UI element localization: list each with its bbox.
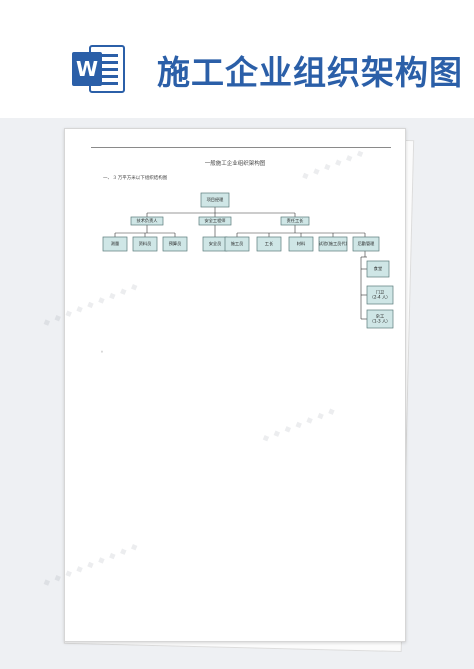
org-node-label: 安全员: [209, 240, 222, 247]
org-node-materials-clerk: 资料员: [132, 236, 158, 252]
org-node-survey: 测量: [102, 236, 128, 252]
banner-title: 施工企业组织架构图: [157, 53, 463, 92]
org-node-construction-worker: 施工员: [224, 236, 250, 252]
org-node-label: 资料员: [139, 240, 152, 247]
org-node-label: 责任工长: [287, 217, 305, 224]
document-page: 一般施工企业组织架构图 一、 3 万平方米以下组织结构图: [64, 128, 406, 642]
document-note: 一、 3 万平方米以下组织结构图: [103, 176, 168, 181]
org-node-label: 工长: [265, 240, 274, 247]
org-node-cleaner: 杂工（1-3 人）: [366, 309, 394, 329]
org-node-label: 食堂: [374, 265, 382, 272]
page-banner: W 施工企业组织架构图: [0, 0, 474, 118]
org-node-worker: 工长: [256, 236, 282, 252]
org-node-gatekeeper: 门卫（2-4 人）: [366, 285, 394, 305]
org-node-safety-officer: 安全员: [202, 236, 228, 252]
org-node-canteen: 食堂: [366, 260, 390, 278]
svg-text:W: W: [76, 57, 98, 81]
org-node-label: 项目经理: [207, 196, 225, 203]
org-chart: 项目经理 技术负责人 安全工程师 责任工长 测量 资料员: [102, 192, 394, 329]
org-node-tech-lead: 技术负责人: [130, 216, 164, 226]
org-node-logistics: 后勤管理: [352, 236, 380, 252]
org-node-label: 杂工（1-3 人）: [370, 314, 391, 324]
org-node-label: 安全工程师: [205, 217, 226, 224]
org-node-testing: 试验(施工员代): [318, 236, 348, 252]
org-node-label: 预算员: [169, 240, 182, 247]
org-node-project-manager: 项目经理: [200, 192, 230, 208]
org-node-label: 测量: [111, 240, 119, 247]
org-node-label: 技术负责人: [137, 217, 159, 224]
org-node-label: 施工员: [231, 240, 244, 247]
org-chart-links: [114, 207, 367, 320]
org-node-safety-engineer: 安全工程师: [198, 216, 232, 226]
org-node-foreman: 责任工长: [280, 216, 310, 226]
org-node-label: 后勤管理: [358, 240, 376, 247]
footnote-mark: 。: [101, 348, 107, 354]
org-node-materials: 材料: [288, 236, 314, 252]
document-preview[interactable]: 一般施工企业组织架构图 一、 3 万平方米以下组织结构图: [63, 128, 415, 653]
org-node-budget-clerk: 预算员: [162, 236, 188, 252]
word-document-icon: W: [72, 45, 125, 93]
org-node-label: 试验(施工员代): [319, 240, 348, 247]
document-title: 一般施工企业组织架构图: [204, 161, 266, 167]
header-rule: [91, 147, 391, 148]
org-node-label: 材料: [297, 240, 306, 247]
org-node-label: 门卫（2-4 人）: [370, 289, 391, 300]
